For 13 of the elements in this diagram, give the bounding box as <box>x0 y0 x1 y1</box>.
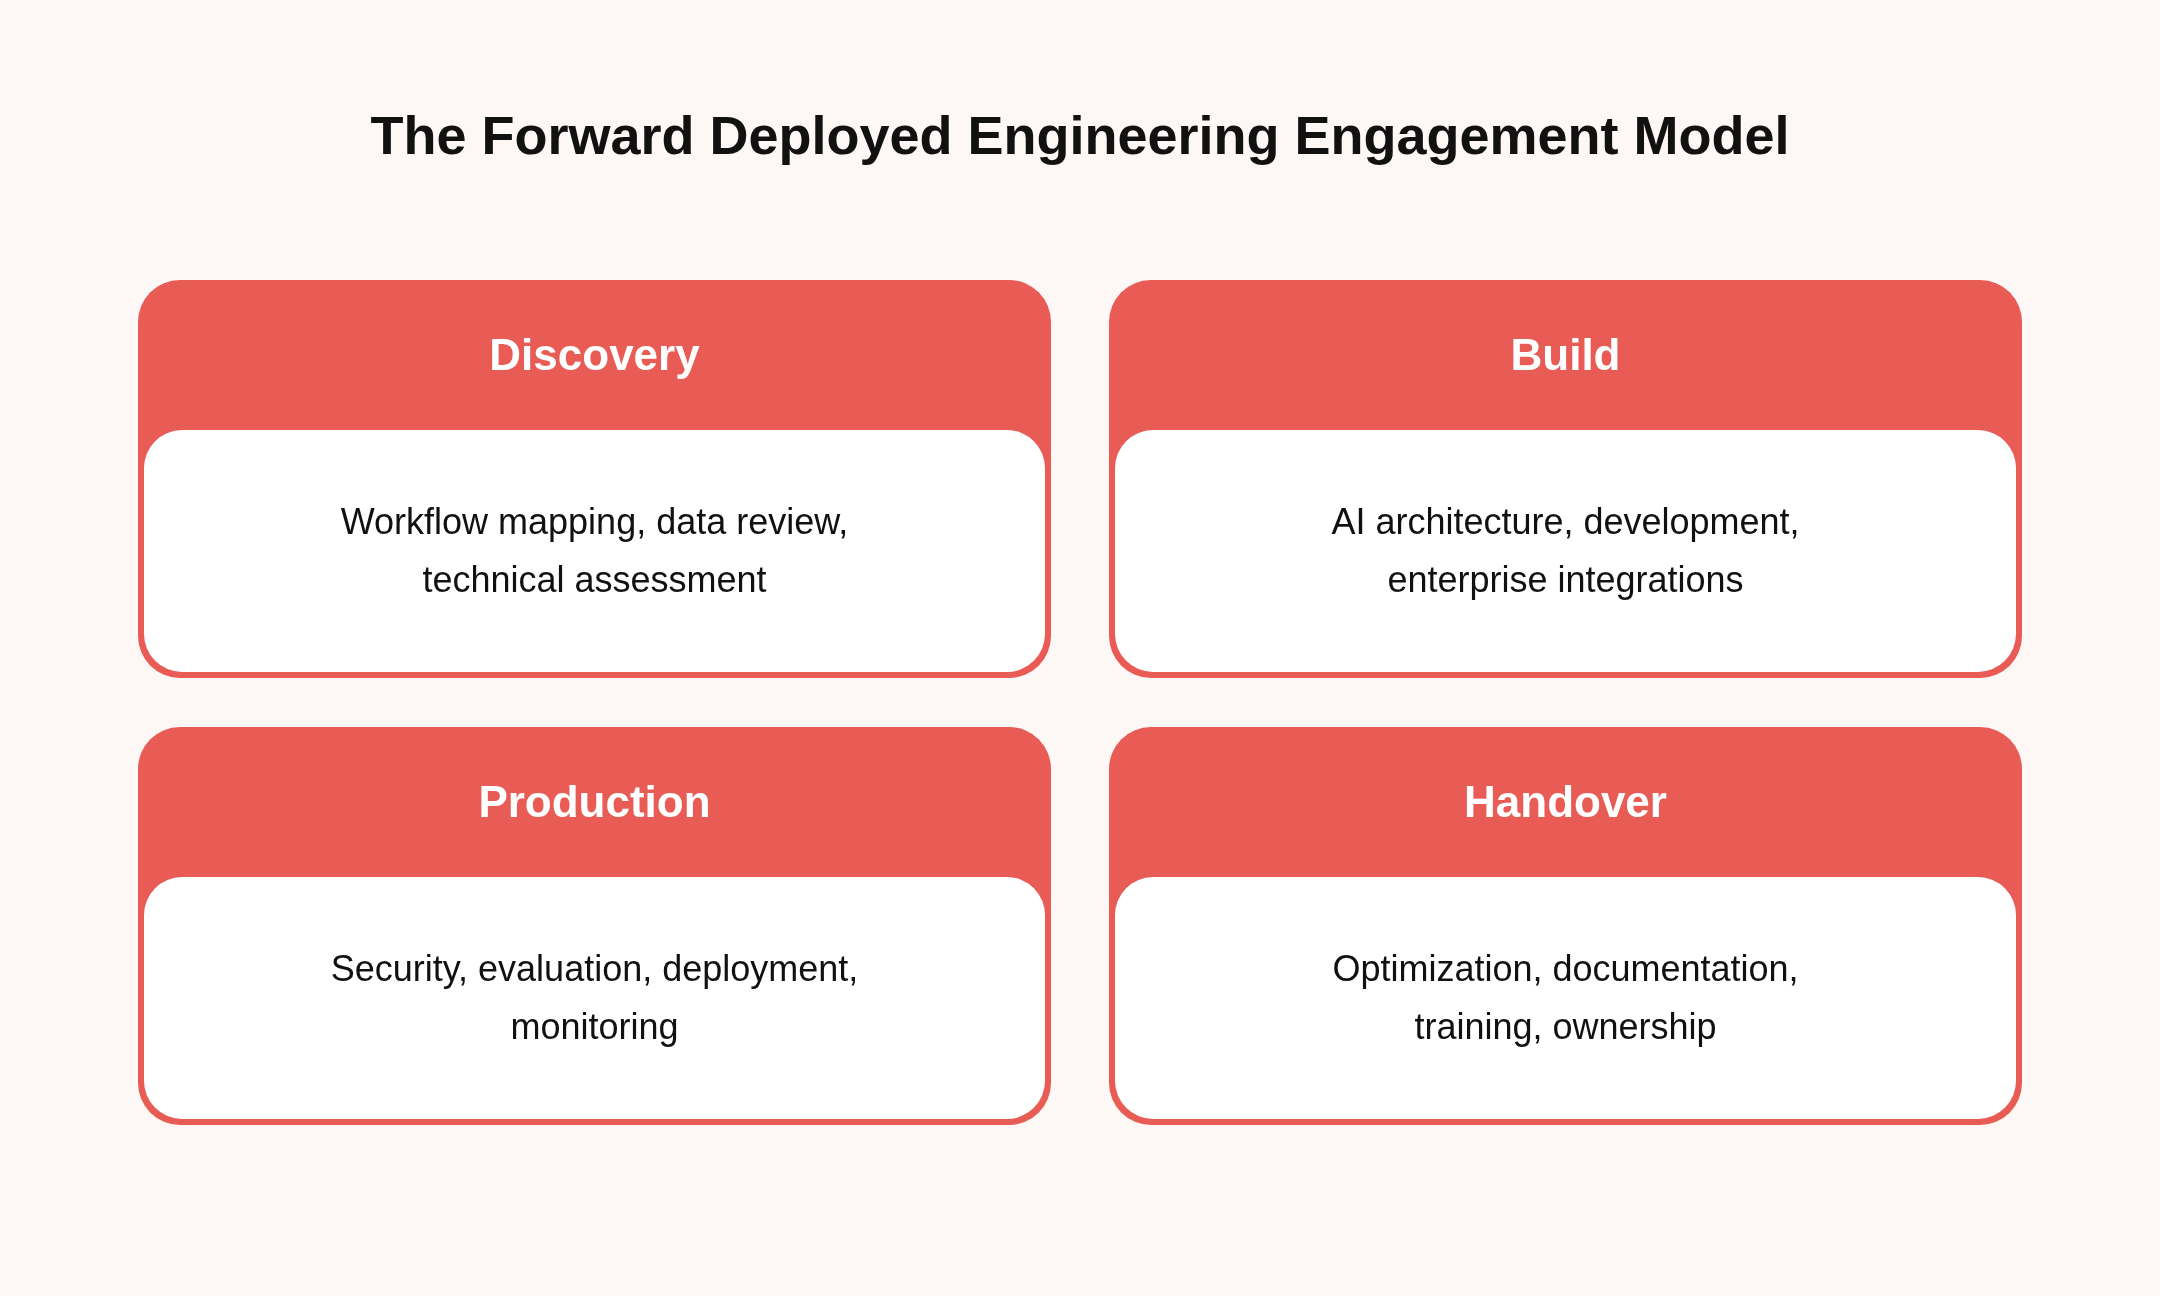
stage-card <box>1109 727 2022 1125</box>
stage-card <box>138 727 1051 1125</box>
stage-heading: Build <box>1510 330 1621 380</box>
stage-description: Workflow mapping, data review, technical assessment <box>339 500 850 602</box>
stage-description: Optimization, documentation, training, ownership <box>1331 947 1800 1049</box>
stage-heading: Discovery <box>489 330 700 380</box>
stage-description: Security, evaluation, deployment, monitoring <box>329 947 860 1049</box>
stage-heading: Handover <box>1464 777 1667 827</box>
diagram-title: The Forward Deployed Engineering Engagement Model <box>369 104 1791 166</box>
stage-heading: Production <box>478 777 711 827</box>
stage-card <box>1109 280 2022 678</box>
stage-description: AI architecture, development, enterprise integrations <box>1330 500 1801 602</box>
stage-card <box>138 280 1051 678</box>
